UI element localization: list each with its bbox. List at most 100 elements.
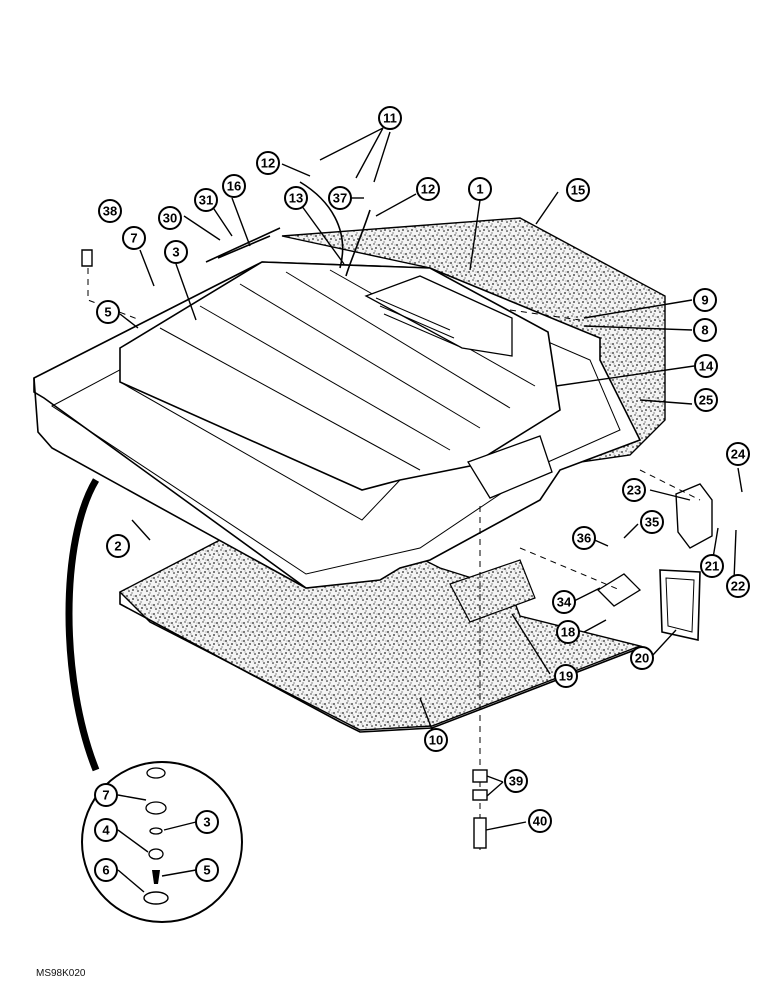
headliner-rib-3	[239, 283, 481, 429]
lamp-bracket	[675, 483, 713, 549]
callout-14: 14	[694, 354, 718, 378]
svg-text:3: 3	[203, 815, 210, 830]
svg-text:37: 37	[333, 191, 347, 206]
detail-callout-6: 6	[94, 858, 118, 882]
svg-text:39: 39	[509, 774, 523, 789]
detail-leader-arc	[65, 478, 100, 772]
svg-text:20: 20	[635, 651, 649, 666]
bolt	[473, 817, 487, 849]
bracket-rod	[205, 227, 281, 263]
detail-washer	[149, 827, 163, 835]
callout-37: 37	[328, 186, 352, 210]
callout-34: 34	[552, 590, 576, 614]
headliner-edge	[119, 381, 401, 521]
callout-8: 8	[693, 318, 717, 342]
detail-callout-7: 7	[94, 783, 118, 807]
svg-text:35: 35	[645, 515, 659, 530]
wire-harness	[299, 181, 371, 277]
lamp-assembly	[659, 569, 701, 641]
svg-text:13: 13	[289, 191, 303, 206]
window-recess	[467, 435, 553, 499]
callout-11: 11	[378, 106, 402, 130]
callout-35: 35	[640, 510, 664, 534]
callout-13: 13	[284, 186, 308, 210]
detail-nut	[148, 848, 164, 860]
detail-plug	[143, 891, 169, 905]
svg-text:9: 9	[701, 293, 708, 308]
svg-text:2: 2	[114, 539, 121, 554]
bolt-38	[81, 249, 93, 267]
svg-text:10: 10	[429, 733, 443, 748]
svg-text:23: 23	[627, 483, 641, 498]
headliner-rib-4	[285, 271, 511, 409]
switch-base	[596, 573, 642, 607]
svg-text:5: 5	[104, 305, 111, 320]
svg-text:8: 8	[701, 323, 708, 338]
svg-text:5: 5	[203, 863, 210, 878]
svg-text:31: 31	[199, 193, 213, 208]
svg-text:11: 11	[383, 111, 397, 126]
callout-39: 39	[504, 769, 528, 793]
figure-code: MS98K020	[36, 968, 86, 979]
svg-text:40: 40	[533, 814, 547, 829]
svg-text:38: 38	[103, 204, 117, 219]
detail-screw	[152, 870, 160, 884]
callout-7: 7	[122, 226, 146, 250]
callout-2: 2	[106, 534, 130, 558]
svg-text:18: 18	[561, 625, 575, 640]
svg-text:21: 21	[705, 559, 719, 574]
svg-text:7: 7	[102, 788, 109, 803]
nut-upper	[472, 769, 488, 783]
detail-grommet	[145, 801, 167, 815]
callout-1: 1	[468, 177, 492, 201]
svg-text:36: 36	[577, 531, 591, 546]
callout-9: 9	[693, 288, 717, 312]
svg-text:16: 16	[227, 179, 241, 194]
callout-25: 25	[694, 388, 718, 412]
svg-text:1: 1	[476, 182, 483, 197]
detail-washer-top	[146, 767, 166, 779]
nut-lower	[472, 789, 488, 801]
callout-16: 16	[222, 174, 246, 198]
svg-text:4: 4	[102, 823, 110, 838]
callout-24: 24	[726, 442, 750, 466]
svg-text:34: 34	[557, 595, 572, 610]
vent-console	[364, 275, 513, 357]
callout-31: 31	[194, 188, 218, 212]
svg-text:19: 19	[559, 669, 573, 684]
callout-30: 30	[158, 206, 182, 230]
callout-36: 36	[572, 526, 596, 550]
headliner-rib-1	[159, 327, 421, 471]
callout-5: 5	[96, 300, 120, 324]
svg-text:14: 14	[699, 359, 714, 374]
callout-40: 40	[528, 809, 552, 833]
svg-text:12: 12	[421, 182, 435, 197]
callout-19: 19	[554, 664, 578, 688]
leader-lines	[117, 127, 743, 893]
svg-text:22: 22	[731, 579, 745, 594]
callout-23: 23	[622, 478, 646, 502]
detail-view-circle	[81, 761, 243, 923]
callout-18: 18	[556, 620, 580, 644]
callout-3: 3	[164, 240, 188, 264]
svg-text:15: 15	[571, 183, 585, 198]
roof-panel-flange	[33, 378, 307, 589]
mat-piece	[449, 559, 536, 623]
detail-callout-5: 5	[195, 858, 219, 882]
callout-15: 15	[566, 178, 590, 202]
callout-12-right: 12	[416, 177, 440, 201]
svg-text:6: 6	[102, 863, 109, 878]
headliner-rib-2	[199, 305, 451, 451]
detail-callout-3: 3	[195, 810, 219, 834]
bolt-38-centerline	[87, 268, 141, 321]
callout-38: 38	[98, 199, 122, 223]
vent-louvers	[375, 297, 459, 347]
detail-callout-4: 4	[94, 818, 118, 842]
guide-line-right	[509, 309, 701, 591]
callout-22: 22	[726, 574, 750, 598]
callout-21: 21	[700, 554, 724, 578]
callout-10: 10	[424, 728, 448, 752]
svg-text:12: 12	[261, 156, 275, 171]
svg-text:30: 30	[163, 211, 177, 226]
